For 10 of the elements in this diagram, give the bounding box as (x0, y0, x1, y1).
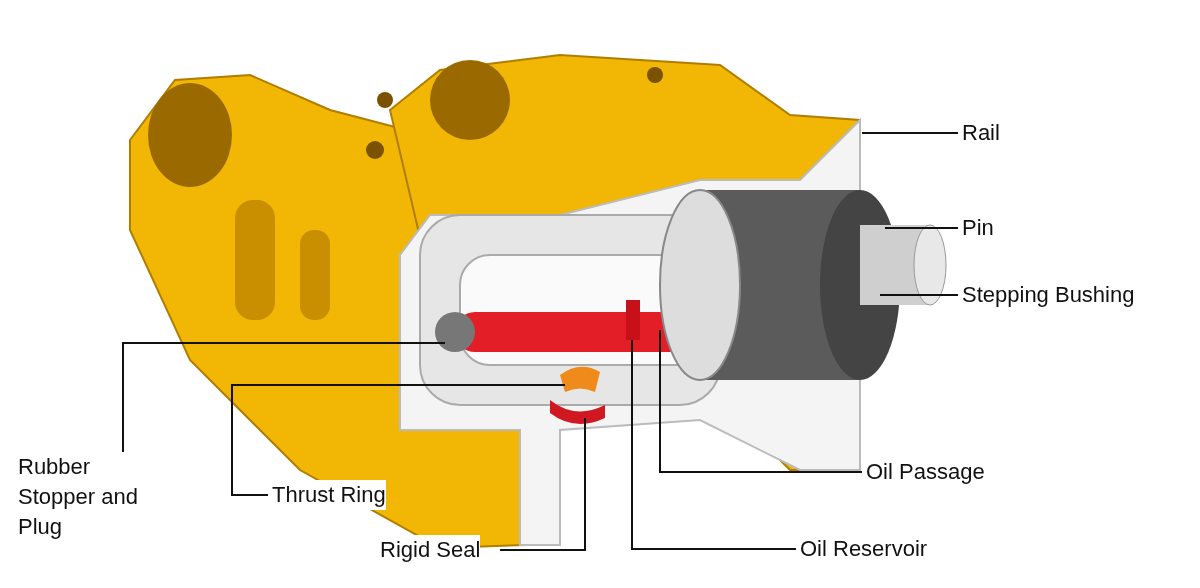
leader-line (879, 294, 959, 296)
leader-line (884, 227, 959, 229)
part-label: Rigid Seal (380, 535, 481, 565)
leader-line (659, 329, 863, 473)
leader-line (122, 342, 446, 453)
leader-line (231, 384, 566, 496)
leader-line (861, 132, 959, 134)
leader-line (499, 417, 586, 551)
leader-line (631, 339, 797, 550)
part-label: Thrust Ring (272, 480, 386, 510)
